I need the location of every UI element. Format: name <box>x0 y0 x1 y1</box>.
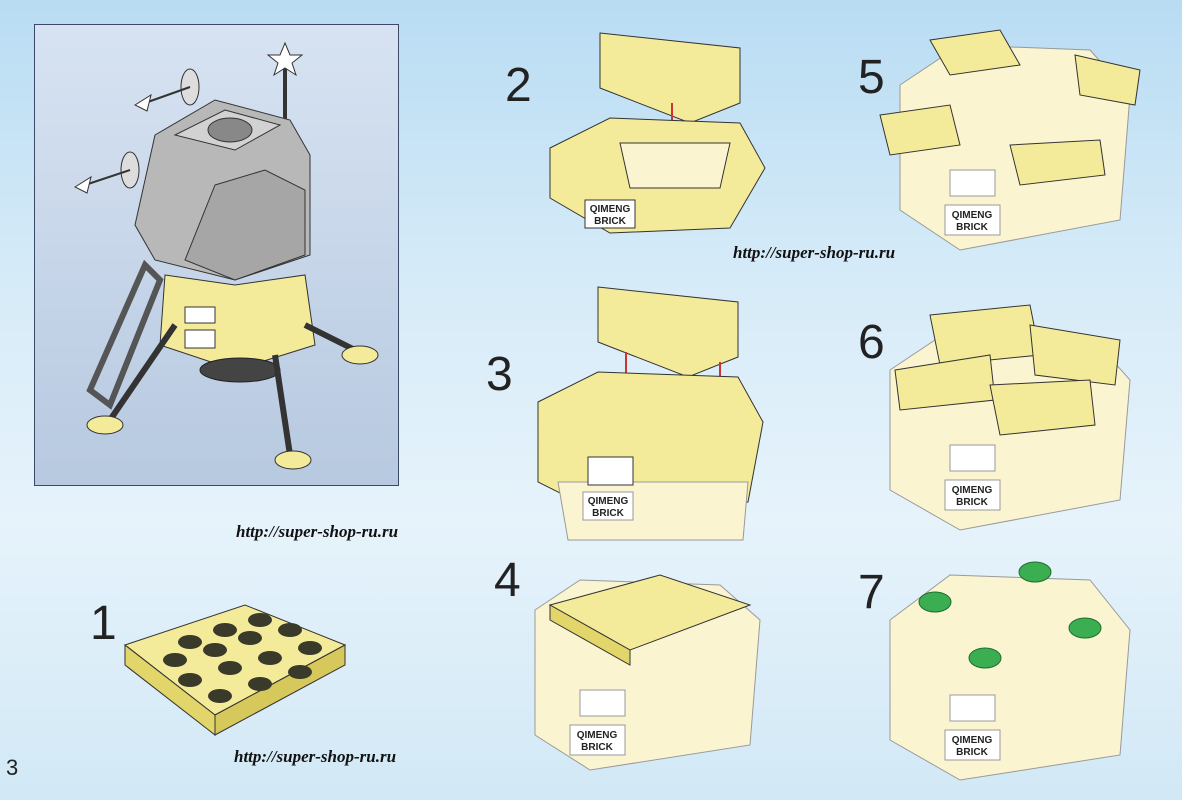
brand-label-line-1: QIMENG <box>590 204 631 215</box>
brand-label-line-2: BRICK <box>956 222 988 233</box>
brand-label-line-1: QIMENG <box>952 210 993 221</box>
brand-label-line-1: QIMENG <box>952 735 993 746</box>
finished-model-panel <box>34 24 399 486</box>
step-number-5: 5 <box>858 51 885 104</box>
step-5-illustration: QIMENG BRICK <box>879 29 1141 251</box>
lunar-module-illustration <box>73 41 379 470</box>
brand-label-line-2: BRICK <box>956 497 988 508</box>
brand-label-line-1: QIMENG <box>577 730 618 741</box>
step-3-illustration: QIMENG BRICK <box>537 286 764 541</box>
step-number-7: 7 <box>858 566 885 619</box>
step-6-illustration: QIMENG BRICK <box>889 304 1131 531</box>
step-2-illustration: QIMENG BRICK <box>549 32 766 234</box>
step-1-illustration <box>123 604 347 737</box>
step-number-4: 4 <box>494 554 521 607</box>
brand-label-line-2: BRICK <box>956 747 988 758</box>
page-number: 3 <box>6 755 19 780</box>
watermark-url: http://super-shop-ru.ru <box>733 243 896 262</box>
brand-label-line-1: QIMENG <box>952 485 993 496</box>
brand-label-line-2: BRICK <box>592 508 624 519</box>
step-number-3: 3 <box>486 348 513 401</box>
step-number-2: 2 <box>505 59 532 112</box>
watermark-url: http://super-shop-ru.ru <box>236 522 399 541</box>
brand-label-line-2: BRICK <box>581 742 613 753</box>
brand-label-line-1: QIMENG <box>588 496 629 507</box>
step-7-illustration: QIMENG BRICK <box>889 561 1131 781</box>
brand-label-line-2: BRICK <box>594 216 626 227</box>
step-number-6: 6 <box>858 316 885 369</box>
step-number-1: 1 <box>90 597 117 650</box>
watermark-url: http://super-shop-ru.ru <box>234 747 397 766</box>
step-4-illustration: QIMENG BRICK <box>534 574 761 771</box>
